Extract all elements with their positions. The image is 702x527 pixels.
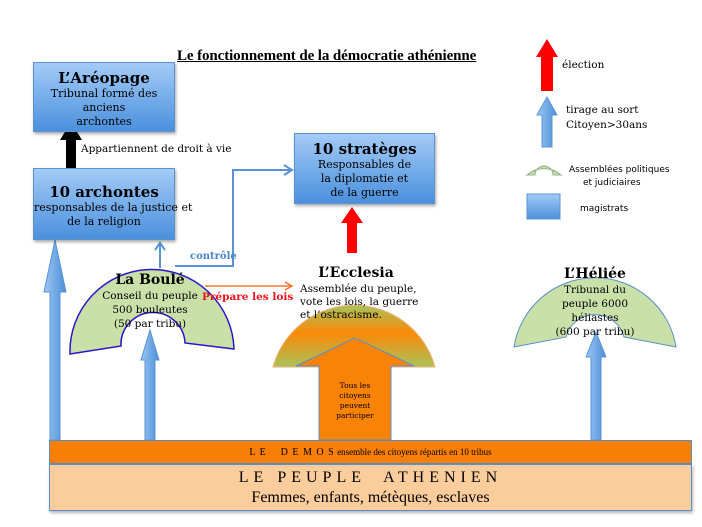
tous-line-4: participer (336, 411, 374, 420)
tirage-arrow-archontes (43, 239, 67, 441)
legend-assembly-label-2: et judiciaires (583, 178, 641, 188)
tirage-arrow-heliee (585, 330, 607, 441)
prepare-arrowhead (284, 281, 294, 291)
legend-magistrate-icon (526, 193, 561, 220)
archontes-desc-2: de la religion (67, 215, 141, 228)
ecclesia-title: L’Ecclesia (318, 265, 394, 281)
boule-to-archontes-head (154, 241, 166, 251)
tous-line-2: citoyens (339, 391, 371, 400)
boule-arc (69, 268, 235, 355)
ecclesia-desc: Assemblée du peuple, vote les lois, la g… (300, 283, 418, 322)
heliee-text: L’Héliée Tribunal du peuple 6000 héliast… (540, 266, 650, 339)
legend-assembly-label-1: Assemblées politiques (569, 165, 670, 175)
strateges-desc-2: la diplomatie et (320, 172, 409, 185)
ecclesia-desc-2: vote les lois, la guerre (300, 296, 419, 308)
legend-assembly-icon (525, 165, 563, 176)
legend-tirage-icon (536, 95, 558, 148)
controle-label: contrôle (190, 251, 237, 262)
boule-desc-1: Conseil du peuple (102, 290, 198, 302)
strateges-desc-3: de la guerre (330, 186, 399, 199)
legend-magistrate-label: magistrats (580, 204, 629, 214)
areopage-desc-2: archontes (76, 115, 132, 128)
ecclesia-title-wrap: L’Ecclesia (298, 265, 414, 282)
heliee-desc-3: héliastes (571, 312, 619, 324)
demos-label: L E D E M O S (249, 447, 335, 458)
boule-text: La Boulé Conseil du peuple 500 bouleutes… (86, 272, 214, 331)
heliee-title: L’Héliée (564, 266, 626, 282)
archontes-desc-1: responsables de la justice et (34, 201, 193, 214)
election-arrow-strateges (341, 207, 363, 253)
boule-desc-2: 500 bouleutes (112, 304, 188, 316)
demos-bar: L E D E M O S ensemble des citoyens répa… (49, 440, 692, 464)
heliee-desc-2: peuple 6000 (561, 298, 629, 310)
boule-desc-3: (50 par tribu) (113, 318, 187, 330)
archontes-box: 10 archontes responsables de la justice … (33, 168, 193, 240)
appartiennent-label: Appartiennent de droit à vie (81, 143, 232, 155)
legend-election-label: élection (562, 59, 605, 71)
strateges-box: 10 stratèges Responsables de la diplomat… (294, 133, 435, 204)
demos-desc: ensemble des citoyens répartis en 10 tri… (337, 447, 492, 457)
ecclesia-desc-3: et l’ostracisme. (300, 309, 382, 321)
legend-tirage-label-1: tirage au sort (566, 104, 639, 116)
peuple-title: LE PEUPLE ATHENIEN (238, 469, 503, 486)
areopage-box: L’Aréopage Tribunal formé des anciens ar… (33, 62, 175, 132)
areopage-desc-1: Tribunal formé des anciens (50, 87, 158, 114)
peuple-bar: LE PEUPLE ATHENIEN Femmes, enfants, métè… (49, 464, 692, 511)
archontes-title: 10 archontes (49, 183, 159, 201)
ecclesia-desc-1: Assemblée du peuple, (300, 283, 417, 295)
heliee-desc-1: Tribunal du (563, 284, 627, 296)
page-title: Le fonctionnement de la démocratie athén… (177, 48, 477, 64)
peuple-desc: Femmes, enfants, métèques, esclaves (251, 489, 490, 506)
strateges-desc-1: Responsables de (317, 158, 412, 171)
heliee-desc-4: (600 par tribu) (555, 326, 635, 338)
boule-title: La Boulé (115, 272, 185, 288)
strateges-title: 10 stratèges (312, 140, 417, 158)
heliee-arc (513, 277, 677, 348)
prepare-label: Prépare les lois (202, 291, 294, 303)
tous-text: Tous les citoyens peuvent participer (320, 381, 390, 421)
tous-line-3: peuvent (339, 401, 371, 410)
legend-tirage-label-2: Citoyen>30ans (566, 119, 648, 131)
tous-line-1: Tous les (339, 381, 371, 390)
controle-connector (175, 169, 290, 267)
controle-arrowhead (283, 164, 294, 176)
legend-election-icon (536, 39, 558, 91)
tirage-arrow-boule (140, 328, 160, 441)
tous-arrow (295, 337, 415, 441)
droit-arrow (60, 122, 82, 168)
areopage-title: L’Aréopage (58, 69, 150, 87)
